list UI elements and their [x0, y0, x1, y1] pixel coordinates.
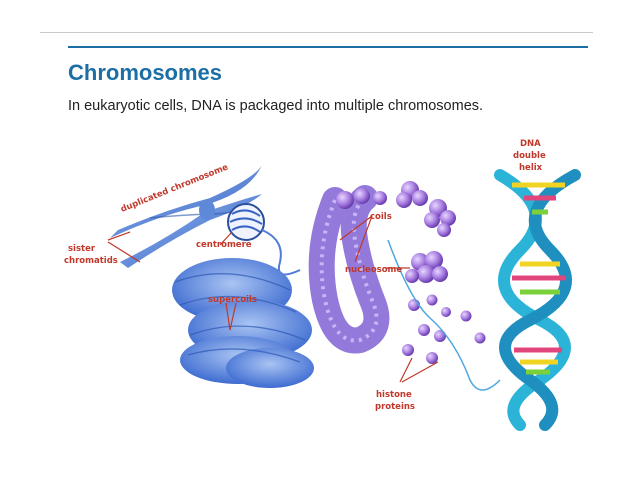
label-dna: DNA: [520, 139, 541, 149]
label-pointers: [107, 215, 439, 383]
histone-beads: [387, 239, 501, 391]
slide-subtitle: In eukaryotic cells, DNA is packaged int…: [68, 98, 484, 114]
label-double: double: [513, 151, 546, 161]
label-centromere: centromere: [196, 240, 252, 250]
title-accent-line: [68, 46, 588, 48]
dna-double-helix: [494, 169, 581, 431]
top-divider: [40, 32, 593, 33]
label-chromatids: chromatids: [64, 256, 118, 266]
supercoils-structure: [172, 258, 314, 388]
label-proteins: proteins: [375, 402, 415, 412]
label-histone: histone: [376, 390, 412, 400]
label-supercoils: supercoils: [208, 295, 257, 305]
label-helix: helix: [519, 163, 543, 173]
label-sister: sister: [68, 244, 96, 254]
label-nucleosome: nucleosome: [345, 265, 402, 275]
slide-title: Chromosomes: [68, 60, 223, 85]
label-coils: coils: [370, 212, 392, 222]
centromere-magnifier: [227, 203, 265, 241]
nucleosome-clusters: [396, 181, 456, 283]
duplicated-chromosome: [110, 165, 262, 268]
chromatin-coils: [308, 185, 390, 354]
